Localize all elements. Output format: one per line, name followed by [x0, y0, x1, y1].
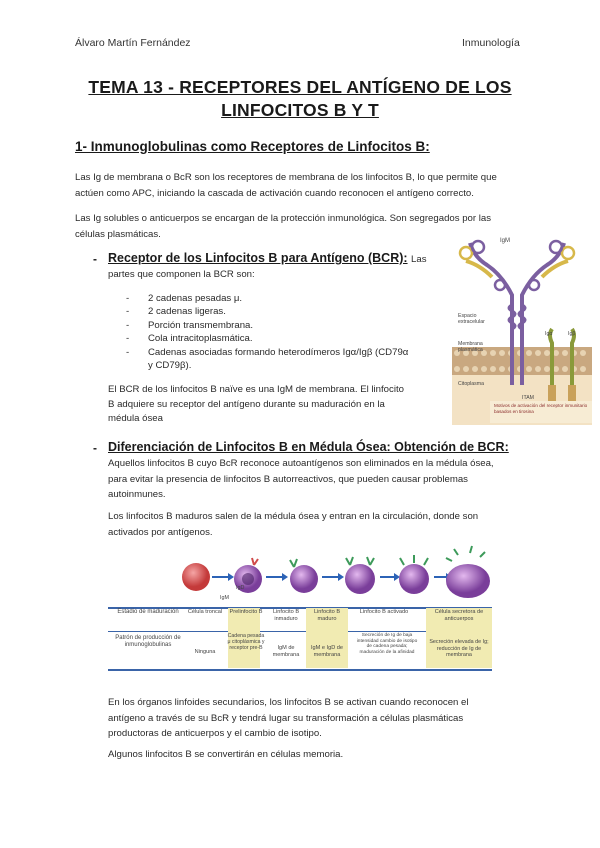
stage-cell: Linfocito B maduro: [313, 609, 341, 622]
mature-b-cell: [345, 564, 375, 594]
bcr-parts-list: -2 cadenas pesadas μ. -2 cadenas ligeras…: [126, 292, 408, 372]
bcr-intro: partes que componen la BCR son:: [108, 269, 255, 280]
header-author: Álvaro Martín Fernández: [75, 37, 191, 49]
stage-cell: Célula secretora de anticuerpos: [434, 609, 484, 622]
list-item: -2 cadenas ligeras.: [126, 306, 226, 318]
row-label-pattern: Patrón de producción de inmunoglobulinas: [115, 635, 181, 648]
closing-paragraph-1: En los órganos linfoides secundarios, lo…: [108, 695, 469, 742]
text-line: médula ósea: [108, 413, 163, 424]
list-item: -Cola intracitoplasmática.: [126, 333, 253, 345]
list-item: y CD79β).: [148, 360, 192, 372]
pattern-cell: Secreción de Ig de baja intensidad cambi…: [356, 633, 418, 655]
header-subject: Inmunología: [462, 37, 520, 49]
diff-paragraph-1: Aquellos linfocitos B cuyo BcR reconoce …: [108, 456, 494, 503]
stem-cell: [182, 563, 210, 591]
pattern-cell: IgM e IgD de membrana: [310, 645, 344, 658]
text-line: Las Ig solubles o anticuerpos se encarga…: [75, 213, 491, 224]
diff-paragraph-2: Los linfocitos B maduros salen de la méd…: [108, 509, 478, 540]
subsection-heading: Diferenciación de Linfocitos B en Médula…: [108, 440, 509, 454]
text-line: En los órganos linfoides secundarios, lo…: [108, 697, 469, 708]
b-cell-differentiation-figure: IgD IgM Estadio de maduración Patrón de …: [108, 545, 492, 673]
pattern-cell: IgM de membrana: [272, 645, 300, 658]
activated-b-cell: [399, 564, 429, 594]
text-line: Las Ig de membrana o BcR son los recepto…: [75, 172, 497, 183]
membrane-label: Membrana plasmática: [458, 341, 483, 353]
bullet-dash: -: [93, 441, 97, 455]
text-line: células plasmáticas.: [75, 228, 161, 240]
stage-cell: Linfocito B activado: [359, 609, 409, 615]
igd-label: IgD: [236, 585, 245, 591]
text-line: autoinmunes.: [108, 489, 166, 500]
bullet-dash: -: [93, 252, 97, 266]
section-heading: 1- Inmunoglobulinas como Receptores de L…: [75, 139, 430, 154]
text-line: actúen como APC, iniciando la cascada de…: [75, 187, 474, 199]
subsection-heading: Receptor de los Linfocitos B para Antíge…: [108, 251, 408, 265]
stage-cell: Célula troncal: [187, 609, 223, 615]
bcr-diagram: [452, 239, 592, 425]
heading-tail: Las: [411, 254, 427, 265]
extracellular-label: Espacio extracelular: [458, 313, 485, 325]
cell-stages-illustration: [182, 545, 490, 598]
list-item: -Porción transmembrana.: [126, 319, 254, 331]
igb-label: Igβ: [568, 331, 576, 337]
immature-b-cell: [290, 565, 318, 593]
text-line: Aquellos linfocitos B cuyo BcR reconoce …: [108, 458, 494, 469]
itam-label: ITAM: [522, 395, 535, 401]
igm-label: IgM: [220, 595, 229, 601]
itam-caption: Motivos de activación del receptor inmun…: [494, 403, 588, 414]
bcr-heading-block: Receptor de los Linfocitos B para Antíge…: [108, 251, 427, 265]
pattern-cell: Secreción elevada de Ig; reducción de Ig…: [429, 639, 489, 658]
bcr-structure-figure: IgM Espacio extracelular Membrana plasmá…: [452, 235, 592, 425]
text-line: Los linfocitos B maduros salen de la méd…: [108, 511, 479, 522]
pattern-cell: Cadena pesada μ citoplásmica y receptor …: [227, 633, 265, 651]
row-label-stage: Estadio de maduración: [117, 609, 179, 615]
cytoplasm-label: Citoplasma: [458, 381, 484, 387]
text-line: para evitar la presencia de linfocitos B…: [108, 473, 468, 485]
closing-paragraph-2: Algunos linfocitos B se convertirán en c…: [108, 749, 344, 760]
igm-label: IgM: [500, 238, 511, 244]
paragraph: Las Ig de membrana o BcR son los recepto…: [75, 170, 497, 201]
text-line: productoras de anticuerpos y el cambio d…: [108, 728, 322, 739]
page-title-line2: LINFOCITOS B Y T: [221, 100, 379, 120]
stage-cell: Prelinfocito B: [229, 609, 263, 615]
text-line: antígeno a través de su BcR y tendrá lug…: [108, 712, 464, 724]
pattern-cell: Ninguna: [194, 649, 216, 655]
stage-cell: Linfocito B inmaduro: [272, 609, 300, 622]
list-item: -2 cadenas pesadas μ.: [126, 293, 243, 304]
text-line: B adquiere su receptor del antígeno dura…: [108, 398, 385, 410]
text-line: activados por antígenos.: [108, 526, 213, 538]
paragraph: Las Ig solubles o anticuerpos se encarga…: [75, 211, 491, 242]
plasma-cell: [446, 564, 490, 598]
page-title-line1: TEMA 13 - RECEPTORES DEL ANTÍGENO DE LOS: [88, 77, 512, 97]
bcr-paragraph: El BCR de los linfocitos B naïve es una …: [108, 383, 404, 427]
text-line: El BCR de los linfocitos B naïve es una …: [108, 384, 404, 395]
iga-label: Igα: [545, 331, 553, 337]
list-item: -Cadenas asociadas formando heterodímero…: [126, 346, 409, 358]
